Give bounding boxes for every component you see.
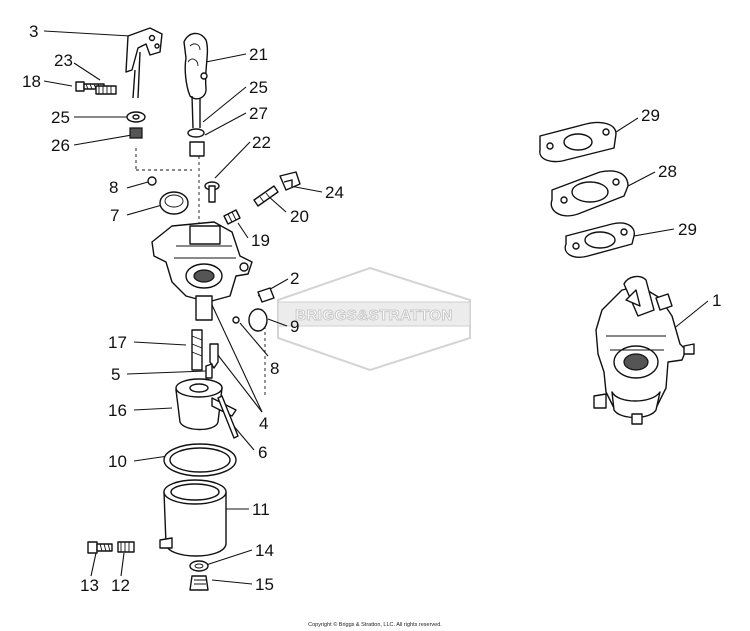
label-part-28: 28 bbox=[658, 162, 677, 181]
watermark-logo: BRIGGS&STRATTON bbox=[277, 266, 471, 372]
label-part-10: 10 bbox=[108, 452, 127, 471]
label-part-19: 19 bbox=[251, 231, 270, 250]
part-screw-13 bbox=[87, 541, 113, 554]
part-seal-27 bbox=[189, 141, 205, 157]
part-throttle-lever bbox=[125, 27, 163, 99]
part-carburetor-assembly-1 bbox=[593, 275, 695, 425]
part-seal-26 bbox=[129, 127, 143, 139]
label-part-26: 26 bbox=[51, 136, 70, 155]
label-part-12: 12 bbox=[111, 576, 130, 595]
label-part-16: 16 bbox=[108, 401, 127, 420]
label-part-29-bottom: 29 bbox=[678, 220, 697, 239]
label-part-14: 14 bbox=[255, 541, 274, 560]
part-washer-25-left bbox=[126, 111, 146, 123]
label-part-23: 23 bbox=[54, 51, 73, 70]
part-screw-22 bbox=[204, 181, 220, 203]
copyright-notice: Copyright © Briggs & Stratton, LLC. All … bbox=[308, 621, 442, 628]
label-part-2: 2 bbox=[290, 269, 299, 288]
label-part-7: 7 bbox=[110, 206, 119, 225]
label-part-27: 27 bbox=[249, 104, 268, 123]
part-bowl-11 bbox=[159, 479, 227, 557]
label-part-13: 13 bbox=[80, 576, 99, 595]
label-part-1: 1 bbox=[712, 291, 721, 310]
part-washer-25-right bbox=[187, 128, 205, 138]
label-part-29-top: 29 bbox=[641, 106, 660, 125]
label-part-8-top: 8 bbox=[109, 178, 118, 197]
part-bolt-15 bbox=[189, 575, 209, 591]
part-choke-lever bbox=[183, 32, 209, 129]
part-plug-8-top bbox=[147, 176, 157, 186]
part-spring-23 bbox=[95, 85, 117, 95]
label-part-20: 20 bbox=[290, 207, 309, 226]
label-part-25-left: 25 bbox=[51, 108, 70, 127]
label-part-17: 17 bbox=[108, 333, 127, 352]
part-pin-6 bbox=[217, 395, 239, 439]
part-labels: 3 23 18 25 26 21 25 27 22 24 20 19 8 7 2… bbox=[22, 22, 721, 595]
part-screw-17 bbox=[191, 329, 203, 371]
part-screw-20 bbox=[253, 185, 279, 207]
label-part-18: 18 bbox=[22, 72, 41, 91]
part-clip-24 bbox=[279, 171, 301, 191]
part-gasket-9 bbox=[232, 308, 268, 332]
label-part-9: 9 bbox=[290, 317, 299, 336]
part-gasket-29-top bbox=[539, 121, 617, 163]
label-part-5: 5 bbox=[111, 365, 120, 384]
label-part-21: 21 bbox=[249, 45, 268, 64]
watermark-text: BRIGGS&STRATTON bbox=[295, 307, 453, 324]
label-part-15: 15 bbox=[255, 575, 274, 594]
part-spacer-28 bbox=[550, 170, 629, 217]
part-nozzle-4 bbox=[209, 343, 219, 369]
part-gasket-10 bbox=[163, 443, 237, 477]
label-part-3: 3 bbox=[29, 22, 38, 41]
label-part-25-right: 25 bbox=[249, 78, 268, 97]
part-pin-5 bbox=[205, 363, 213, 379]
label-part-11: 11 bbox=[252, 500, 270, 519]
label-part-4: 4 bbox=[259, 414, 268, 433]
label-part-24: 24 bbox=[325, 183, 344, 202]
part-cap-7 bbox=[159, 191, 189, 215]
part-float-16 bbox=[175, 378, 237, 431]
part-carburetor-body bbox=[151, 221, 253, 321]
label-part-22: 22 bbox=[252, 133, 271, 152]
part-spring-19 bbox=[223, 209, 241, 225]
label-part-8-bottom: 8 bbox=[270, 359, 279, 378]
part-washer-14 bbox=[189, 560, 209, 572]
label-part-6: 6 bbox=[258, 443, 267, 462]
part-spring-12 bbox=[117, 541, 135, 553]
leader-lines bbox=[43, 30, 709, 585]
part-screw-2 bbox=[257, 287, 275, 303]
part-gasket-29-bottom bbox=[564, 222, 635, 258]
